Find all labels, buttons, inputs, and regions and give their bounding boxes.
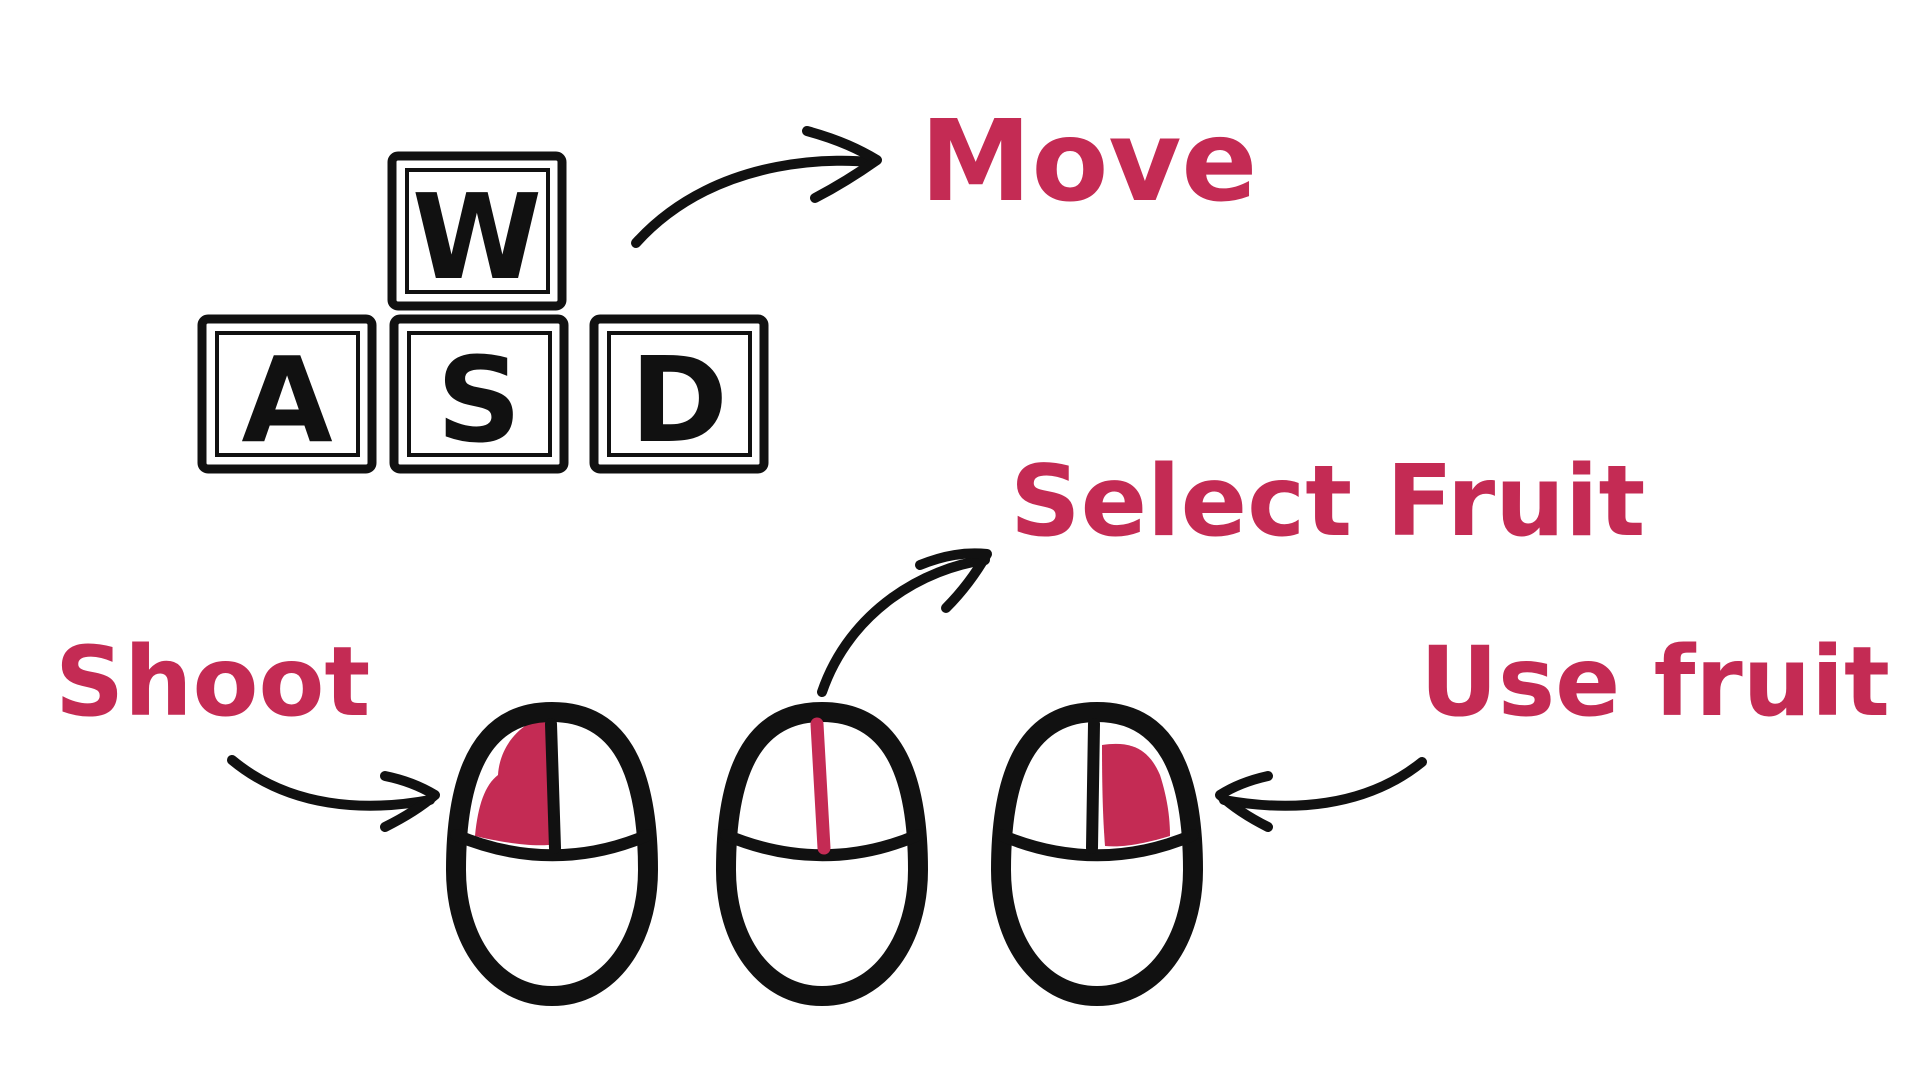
label-move: Move bbox=[920, 97, 1257, 227]
key-w-letter: W bbox=[412, 168, 542, 306]
label-shoot: Shoot bbox=[55, 626, 370, 738]
arrow-middle-to-select bbox=[817, 548, 992, 697]
mouse-left-click bbox=[446, 702, 658, 1006]
key-d-letter: D bbox=[630, 331, 728, 469]
key-w: W bbox=[387, 151, 567, 311]
arrow-shoot-to-left-mouse bbox=[227, 755, 440, 832]
label-select-fruit: Select Fruit bbox=[1010, 445, 1645, 559]
arrow-use-to-right-mouse bbox=[1215, 757, 1427, 832]
mouse-right-click bbox=[991, 702, 1203, 1006]
key-s: S bbox=[389, 314, 569, 474]
label-use-fruit: Use fruit bbox=[1420, 626, 1890, 738]
key-d: D bbox=[589, 314, 769, 474]
mouse-middle-click bbox=[716, 702, 928, 1006]
key-s-letter: S bbox=[437, 331, 522, 469]
key-a: A bbox=[197, 314, 377, 474]
key-a-letter: A bbox=[241, 331, 332, 469]
arrow-wasd-to-move bbox=[631, 126, 882, 248]
wasd-keys: W A S D bbox=[197, 151, 769, 474]
